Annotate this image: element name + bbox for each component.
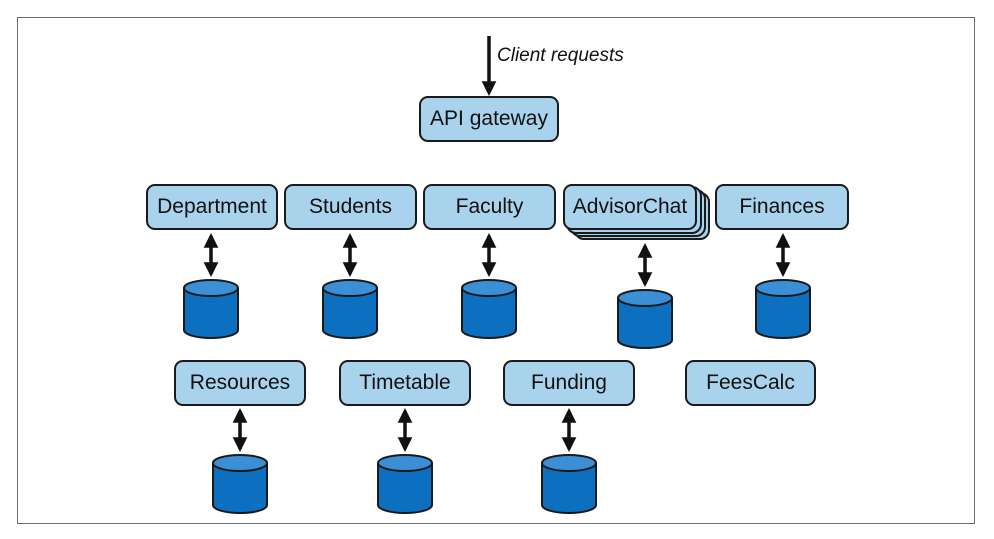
api-gateway-node: API gateway [419,96,559,142]
database-department [183,279,239,339]
connectors-row1 [203,233,791,287]
service-funding: Funding [503,360,635,406]
service-feescalc: FeesCalc [685,360,816,406]
database-finances [755,279,811,339]
service-finances: Finances [715,184,849,230]
service-advisorchat: AdvisorChat [563,184,697,230]
service-faculty: Faculty [423,184,556,230]
service-department: Department [146,184,278,230]
service-students: Students [284,184,417,230]
service-timetable: Timetable [339,360,471,406]
database-resources [212,454,268,514]
connectors-row2 [232,408,577,452]
database-students [322,279,378,339]
database-timetable [377,454,433,514]
service-resources: Resources [174,360,306,406]
database-faculty [461,279,517,339]
database-funding [541,454,597,514]
client-requests-label: Client requests [497,45,624,66]
database-advisorchat [617,289,673,349]
